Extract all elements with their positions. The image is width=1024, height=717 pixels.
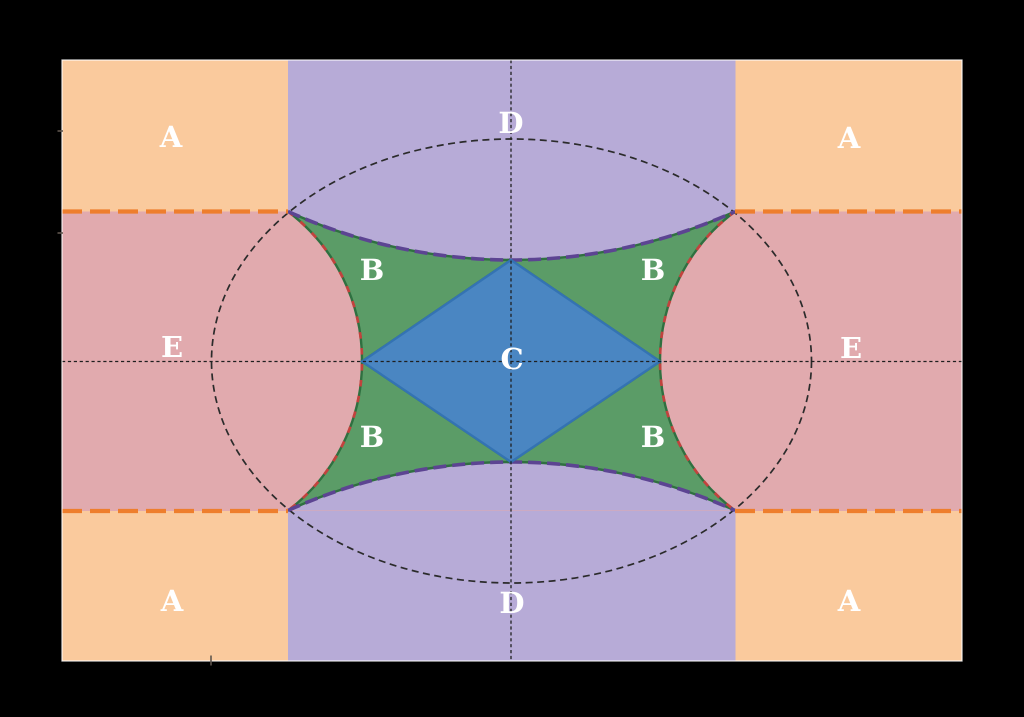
red-dashed-arcs [287,210,736,512]
axis-ticks [57,130,212,666]
corner-rect-a-bottom-right [735,511,962,661]
red-arc-left [287,210,364,512]
label-a-bottom-left: A [160,584,184,618]
label-b-top-right: B [641,253,666,287]
plot-border [61,59,963,662]
label-a-top-right: A [837,121,861,155]
label-e-left: E [161,330,183,364]
region-labels: A A A A B B B B C D D E E [159,106,862,620]
label-d-top: D [498,106,523,140]
label-c-center: C [500,342,523,376]
center-axes [62,60,962,661]
corner-rect-a-top-right [735,60,962,212]
petal-lenses [287,210,736,512]
orange-dashed-lines [62,209,962,514]
label-e-right: E [840,331,862,365]
label-a-bottom-right: A [837,584,861,618]
red-arc-right [658,210,736,512]
label-b-bottom-right: B [641,420,666,454]
corner-rect-a-top-left [62,60,288,212]
label-b-bottom-left: B [360,420,385,454]
vertical-band-d-top [288,60,736,212]
corner-rect-a-bottom-left [62,511,288,661]
label-b-top-left: B [360,253,385,287]
vertical-band-d-bottom [288,511,736,661]
label-a-top-left: A [159,120,183,154]
label-d-bottom: D [499,586,524,620]
